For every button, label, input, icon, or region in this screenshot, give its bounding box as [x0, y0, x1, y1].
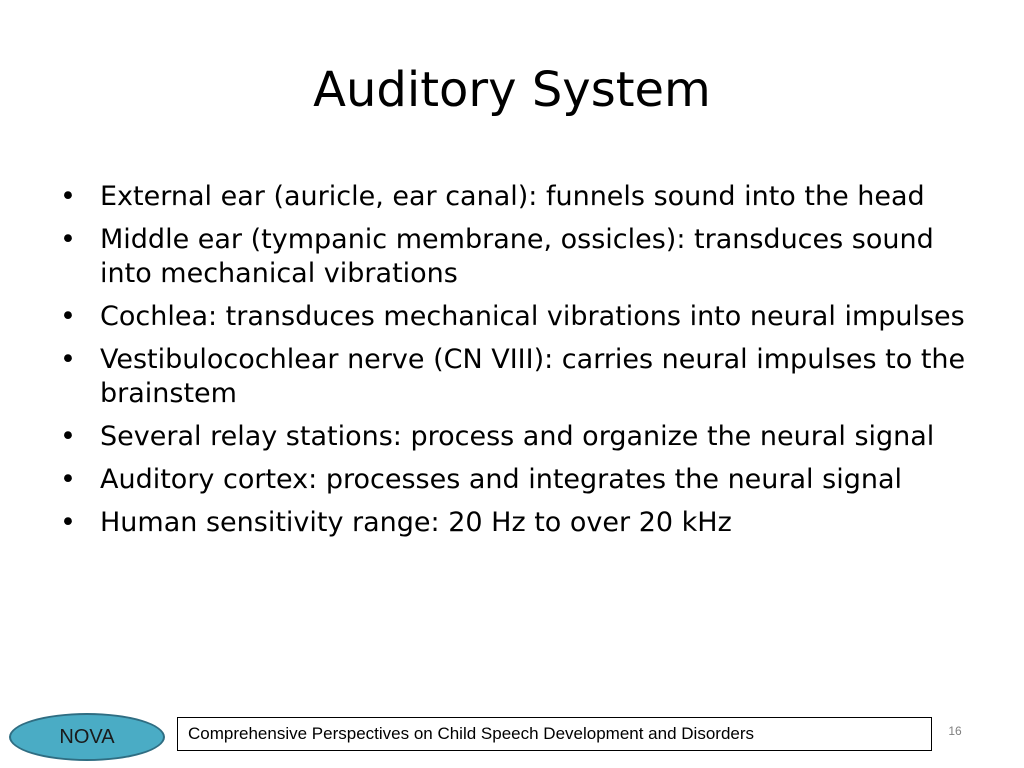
footer-book-title: Comprehensive Perspectives on Child Spee… [188, 724, 755, 743]
bullet-text: Cochlea: transduces mechanical vibration… [100, 301, 965, 332]
bullet-item: • External ear (auricle, ear canal): fun… [58, 180, 973, 214]
bullet-dot-icon: • [60, 507, 76, 538]
bullet-item: • Human sensitivity range: 20 Hz to over… [58, 506, 973, 540]
bullet-item: • Vestibulocochlear nerve (CN VIII): car… [58, 343, 973, 411]
footer-book-title-box: Comprehensive Perspectives on Child Spee… [177, 717, 932, 751]
bullet-dot-icon: • [60, 181, 76, 212]
bullet-list: • External ear (auricle, ear canal): fun… [58, 180, 973, 549]
bullet-item: • Auditory cortex: processes and integra… [58, 463, 973, 497]
slide-title: Auditory System [313, 62, 711, 118]
nova-badge: NOVA [9, 713, 165, 761]
bullet-item: • Middle ear (tympanic membrane, ossicle… [58, 223, 973, 291]
bullet-text: Auditory cortex: processes and integrate… [100, 464, 902, 495]
nova-badge-label: NOVA [59, 725, 115, 748]
bullet-dot-icon: • [60, 344, 76, 375]
bullet-item: • Cochlea: transduces mechanical vibrati… [58, 300, 973, 334]
bullet-dot-icon: • [60, 464, 76, 495]
bullet-dot-icon: • [60, 224, 76, 255]
bullet-text: Several relay stations: process and orga… [100, 421, 935, 452]
bullet-text: Vestibulocochlear nerve (CN VIII): carri… [100, 344, 966, 409]
bullet-dot-icon: • [60, 421, 76, 452]
bullet-dot-icon: • [60, 301, 76, 332]
bullet-item: • Several relay stations: process and or… [58, 420, 973, 454]
slide-number: 16 [948, 724, 962, 738]
bullet-text: Human sensitivity range: 20 Hz to over 2… [100, 507, 732, 538]
bullet-text: External ear (auricle, ear canal): funne… [100, 181, 925, 212]
bullet-text: Middle ear (tympanic membrane, ossicles)… [100, 224, 934, 289]
